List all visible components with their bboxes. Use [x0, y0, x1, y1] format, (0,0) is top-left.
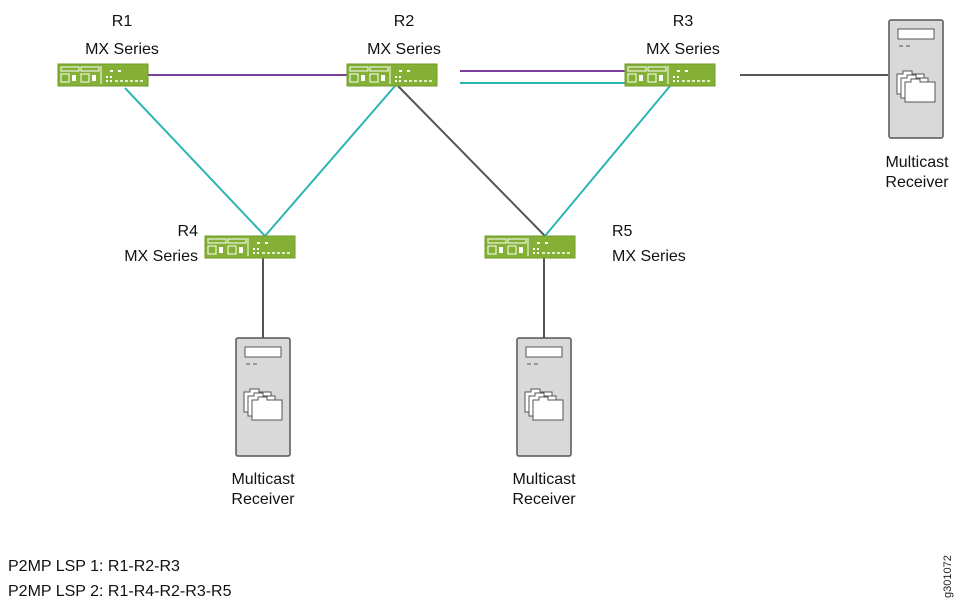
receiver-label-line1: Multicast [512, 471, 576, 488]
router-name: R2 [394, 13, 415, 30]
legend-lsp-1: P2MP LSP 1: R1-R2-R3 [8, 558, 180, 575]
router-r1: R1 MX Series [57, 13, 159, 87]
router-r3: R3 MX Series [624, 13, 720, 87]
router-series: MX Series [85, 41, 159, 58]
link-r1-r4-lsp2 [124, 87, 266, 237]
router-icon [624, 63, 716, 87]
server-icon [235, 337, 291, 457]
receiver-label-line1: Multicast [885, 154, 949, 171]
router-icon [484, 235, 576, 259]
router-icon [204, 235, 296, 259]
router-icon [57, 63, 149, 87]
link-r4-r2-lsp2 [264, 85, 396, 237]
server-icon [516, 337, 572, 457]
figure-id: g301072 [942, 555, 954, 598]
links [124, 70, 888, 338]
receiver-label-line1: Multicast [231, 471, 295, 488]
receiver-label-line2: Receiver [231, 491, 295, 508]
server-icon [888, 19, 944, 139]
router-name: R5 [612, 223, 633, 240]
link-r2-r5 [397, 85, 546, 237]
router-series: MX Series [612, 248, 686, 265]
multicast-receiver-r5: Multicast Receiver [512, 337, 576, 508]
multicast-receiver-r4: Multicast Receiver [231, 337, 295, 508]
receiver-label-line2: Receiver [512, 491, 576, 508]
receiver-label-line2: Receiver [885, 174, 949, 191]
router-series: MX Series [646, 41, 720, 58]
router-icon [346, 63, 438, 87]
router-name: R1 [112, 13, 133, 30]
router-r5: R5 MX Series [484, 223, 686, 265]
router-name: R3 [673, 13, 694, 30]
router-r2: R2 MX Series [346, 13, 441, 87]
router-r4: R4 MX Series [124, 223, 296, 265]
router-series: MX Series [367, 41, 441, 58]
multicast-receiver-r3: Multicast Receiver [885, 19, 949, 191]
router-series: MX Series [124, 248, 198, 265]
router-name: R4 [178, 223, 199, 240]
legend-lsp-2: P2MP LSP 2: R1-R4-R2-R3-R5 [8, 583, 232, 600]
link-r3-r5-lsp2 [544, 85, 671, 237]
